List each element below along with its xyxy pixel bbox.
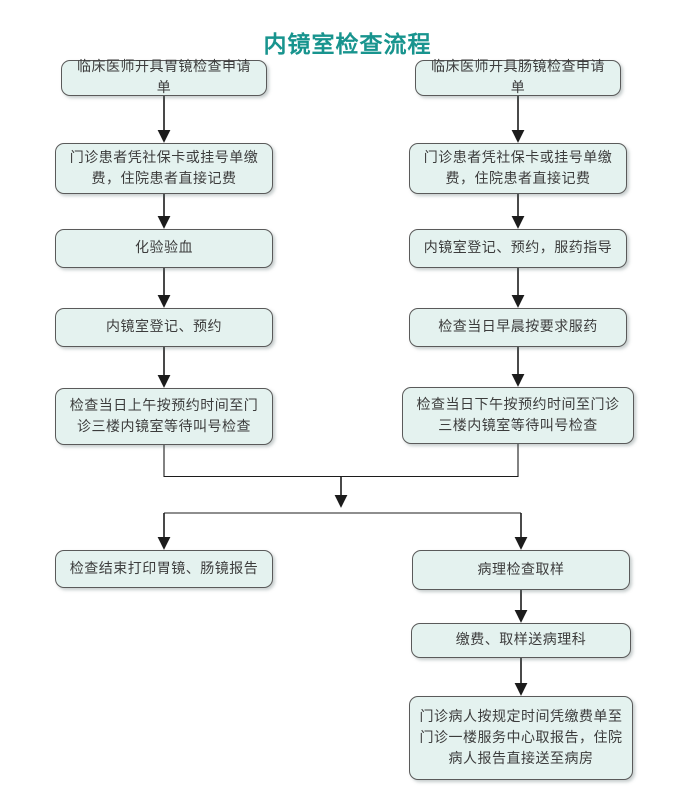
step-morning-waiting: 检查当日上午按预约时间至门诊三楼内镜室等待叫号检查 <box>55 388 273 445</box>
step-outpatient-payment-left: 门诊患者凭社保卡或挂号单缴费，住院患者直接记费 <box>55 143 273 194</box>
flow-title: 内镜室检查流程 <box>263 32 432 58</box>
step-gastroscopy-request: 临床医师开具胃镜检查申请单 <box>61 59 267 96</box>
step-endoscopy-registration: 内镜室登记、预约 <box>55 308 273 347</box>
step-colonoscopy-request: 临床医师开具肠镜检查申请单 <box>415 59 621 96</box>
step-pathology-sampling: 病理检查取样 <box>412 550 630 590</box>
step-morning-medication: 检查当日早晨按要求服药 <box>409 308 627 347</box>
step-registration-medication-guidance: 内镜室登记、预约，服药指导 <box>409 229 627 268</box>
step-outpatient-payment-right: 门诊患者凭社保卡或挂号单缴费，住院患者直接记费 <box>409 143 627 194</box>
step-print-report: 检查结束打印胃镜、肠镜报告 <box>55 550 273 588</box>
step-afternoon-waiting: 检查当日下午按预约时间至门诊三楼内镜室等待叫号检查 <box>402 387 634 444</box>
step-report-collection: 门诊病人按规定时间凭缴费单至门诊一楼服务中心取报告，住院病人报告直接送至病房 <box>409 696 633 780</box>
step-blood-test: 化验验血 <box>55 229 273 268</box>
step-pay-send-pathology: 缴费、取样送病理科 <box>411 623 631 658</box>
